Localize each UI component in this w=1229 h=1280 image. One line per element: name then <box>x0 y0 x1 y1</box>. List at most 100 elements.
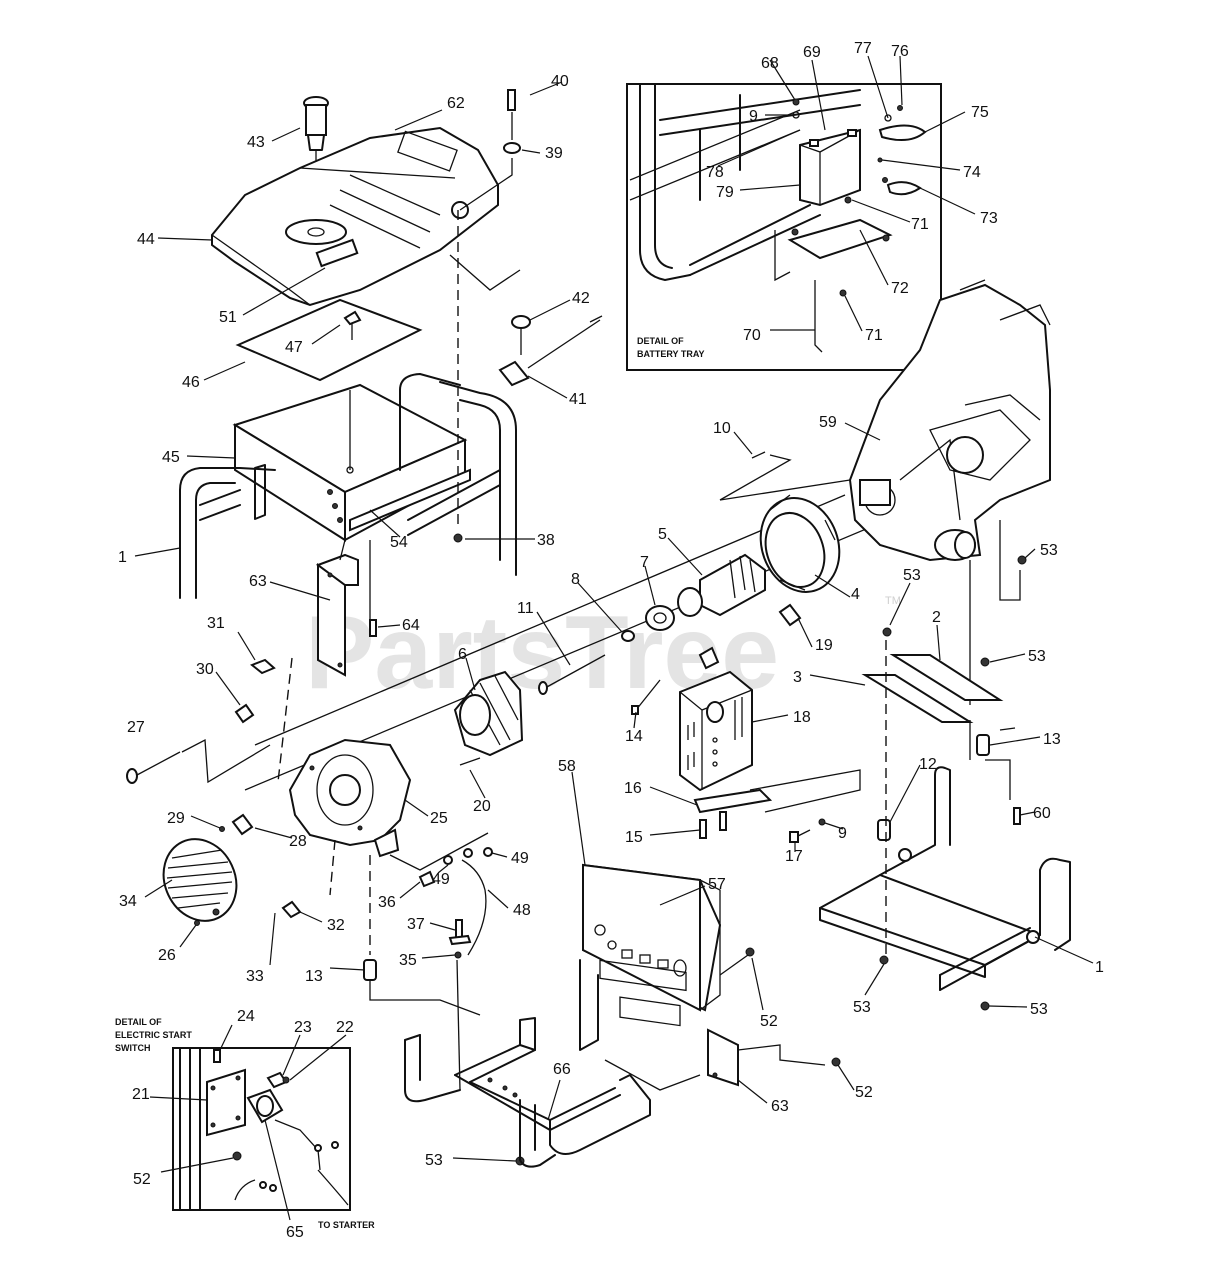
fuel-tank <box>211 126 499 307</box>
callout-27: 27 <box>127 719 145 736</box>
end-bell <box>288 738 412 858</box>
callout-52-panel: 52 <box>760 1013 778 1030</box>
callout-53-e: 53 <box>1030 1001 1048 1018</box>
callout-78: 78 <box>706 164 724 181</box>
screw-17 <box>789 829 811 843</box>
callout-20: 20 <box>473 798 491 815</box>
support-bar <box>349 468 471 532</box>
callout-79: 79 <box>716 184 734 201</box>
part-30 <box>234 703 255 724</box>
callout-25: 25 <box>430 810 448 827</box>
callout-66: 66 <box>553 1061 571 1078</box>
switch-detail-line2: ELECTRIC START <box>115 1030 192 1040</box>
screw-20 <box>459 757 481 766</box>
callout-49-b: 49 <box>511 850 529 867</box>
part-29 <box>219 826 225 832</box>
callout-44: 44 <box>137 231 155 248</box>
callout-65: 65 <box>286 1224 304 1241</box>
callout-9-lower: 9 <box>838 825 847 842</box>
callout-40: 40 <box>551 73 569 90</box>
screw-9 <box>818 818 826 826</box>
rotor <box>677 553 766 617</box>
callout-21: 21 <box>132 1086 150 1103</box>
frame-right <box>819 766 1071 991</box>
callout-14: 14 <box>625 728 643 745</box>
screw-14 <box>631 679 661 715</box>
vibration-mount-13-left <box>363 855 481 1016</box>
callout-69: 69 <box>803 44 821 61</box>
tank-plate <box>235 298 423 382</box>
callout-29: 29 <box>167 810 185 827</box>
callout-23: 23 <box>294 1019 312 1036</box>
through-bolt <box>538 654 606 695</box>
callout-28: 28 <box>289 833 307 850</box>
battery-tray-detail: DETAIL OF BATTERY TRAY <box>626 83 942 371</box>
bolt-64 <box>369 619 377 637</box>
callout-53-d: 53 <box>425 1152 443 1169</box>
callout-71-b: 71 <box>865 327 883 344</box>
callout-13-left: 13 <box>305 968 323 985</box>
control-panel <box>582 863 722 1027</box>
screw-10 <box>719 451 792 501</box>
base-plate-2 <box>889 654 1004 701</box>
nut-38 <box>453 210 463 543</box>
callout-43: 43 <box>247 134 265 151</box>
callout-68: 68 <box>761 55 779 72</box>
callout-57: 57 <box>708 876 726 893</box>
tank-bracket <box>232 383 468 542</box>
callout-53-f: 53 <box>853 999 871 1016</box>
callout-4: 4 <box>851 586 860 603</box>
callout-51: 51 <box>219 309 237 326</box>
callout-42: 42 <box>572 290 590 307</box>
switch-detail-line1: DETAIL OF <box>115 1017 162 1027</box>
fan-housing <box>453 670 524 757</box>
bolt-27 <box>126 738 271 784</box>
callout-59: 59 <box>819 414 837 431</box>
callout-3: 3 <box>793 669 802 686</box>
callout-11: 11 <box>517 600 534 617</box>
callout-63-upper: 63 <box>249 573 267 590</box>
watermark-trademark: TM <box>885 595 901 607</box>
callout-22: 22 <box>336 1019 354 1036</box>
callout-45: 45 <box>162 449 180 466</box>
callout-60: 60 <box>1033 805 1051 822</box>
callout-76: 76 <box>891 43 909 60</box>
wire-harness <box>389 832 493 1091</box>
callout-34: 34 <box>119 893 137 910</box>
battery-detail-line2: BATTERY TRAY <box>637 349 705 359</box>
screw-15 <box>699 811 727 839</box>
fuel-line-assembly <box>449 89 603 387</box>
frame-post <box>579 959 701 1091</box>
callout-19: 19 <box>815 637 833 654</box>
callout-58: 58 <box>558 758 576 775</box>
callout-13-right: 13 <box>1043 731 1061 748</box>
washer-8 <box>621 630 635 642</box>
callout-8: 8 <box>571 571 580 588</box>
callout-73: 73 <box>980 210 998 227</box>
callout-12: 12 <box>919 756 937 773</box>
callout-48: 48 <box>513 902 531 919</box>
bolt-60 <box>985 759 1021 825</box>
mounting-bracket-left <box>315 539 371 677</box>
screw-52-panel <box>719 947 755 976</box>
callout-labels: 40 39 43 62 44 51 47 46 45 1 42 41 38 54… <box>118 40 1104 1241</box>
callout-33: 33 <box>246 968 264 985</box>
callout-16: 16 <box>624 780 642 797</box>
mounting-bracket-right <box>707 1028 841 1087</box>
callout-74: 74 <box>963 164 981 181</box>
muffler <box>679 646 861 814</box>
stator <box>719 479 851 593</box>
callout-26: 26 <box>158 947 176 964</box>
callout-1-left: 1 <box>118 549 127 566</box>
callout-38: 38 <box>537 532 555 549</box>
callout-64: 64 <box>402 617 420 634</box>
callout-53-b: 53 <box>903 567 921 584</box>
callout-6: 6 <box>458 646 467 663</box>
callout-5: 5 <box>658 526 667 543</box>
part-26 <box>194 920 200 926</box>
callout-46: 46 <box>182 374 200 391</box>
callout-63-lower: 63 <box>771 1098 789 1115</box>
callout-53-c: 53 <box>1028 648 1046 665</box>
callout-47: 47 <box>285 339 303 356</box>
callout-35: 35 <box>399 952 417 969</box>
